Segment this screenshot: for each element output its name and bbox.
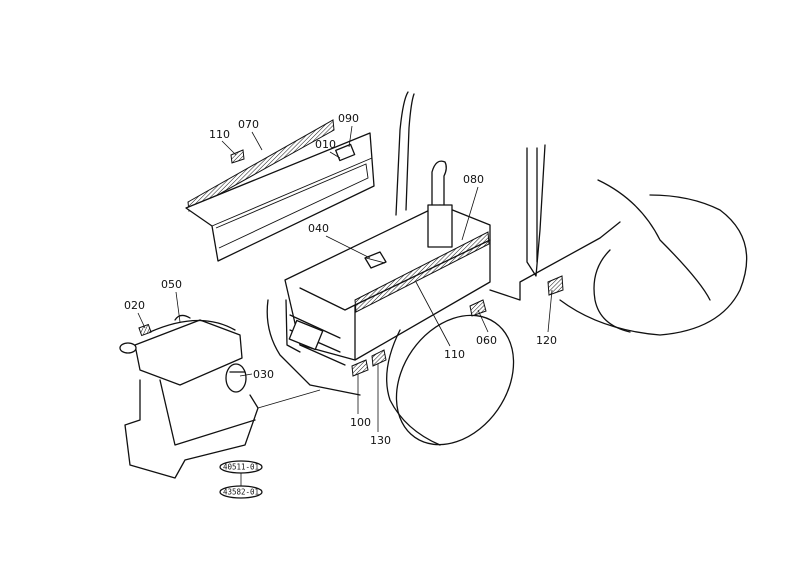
engine	[119, 314, 321, 479]
rear-wheel	[547, 179, 748, 336]
grille	[266, 299, 387, 396]
callout-110-bottom: 110	[444, 348, 465, 361]
callout-050: 050	[161, 278, 182, 291]
callout-030: 030	[253, 368, 274, 381]
reference-code-top: 40511-01	[219, 460, 263, 474]
callout-080: 080	[463, 173, 484, 186]
front-wheel	[386, 299, 515, 446]
callout-040: 040	[308, 222, 329, 235]
exhaust-pipe	[395, 91, 415, 216]
callout-020: 020	[124, 299, 145, 312]
cab-frame	[489, 144, 621, 301]
callout-130: 130	[370, 434, 391, 447]
callout-060: 060	[476, 334, 497, 347]
callout-110-top: 110	[209, 128, 230, 141]
small-label-110	[230, 149, 245, 164]
callout-100: 100	[350, 416, 371, 429]
side-panel-decal	[185, 132, 375, 262]
muffler	[427, 160, 453, 248]
callout-120: 120	[536, 334, 557, 347]
reference-code-top-text: 40511-01	[223, 463, 259, 472]
callout-090: 090	[338, 112, 359, 125]
reference-code-bottom: 43582-01	[219, 485, 263, 499]
callout-070: 070	[238, 118, 259, 131]
callout-010: 010	[315, 138, 336, 151]
reference-code-bottom-text: 43582-01	[223, 488, 259, 497]
